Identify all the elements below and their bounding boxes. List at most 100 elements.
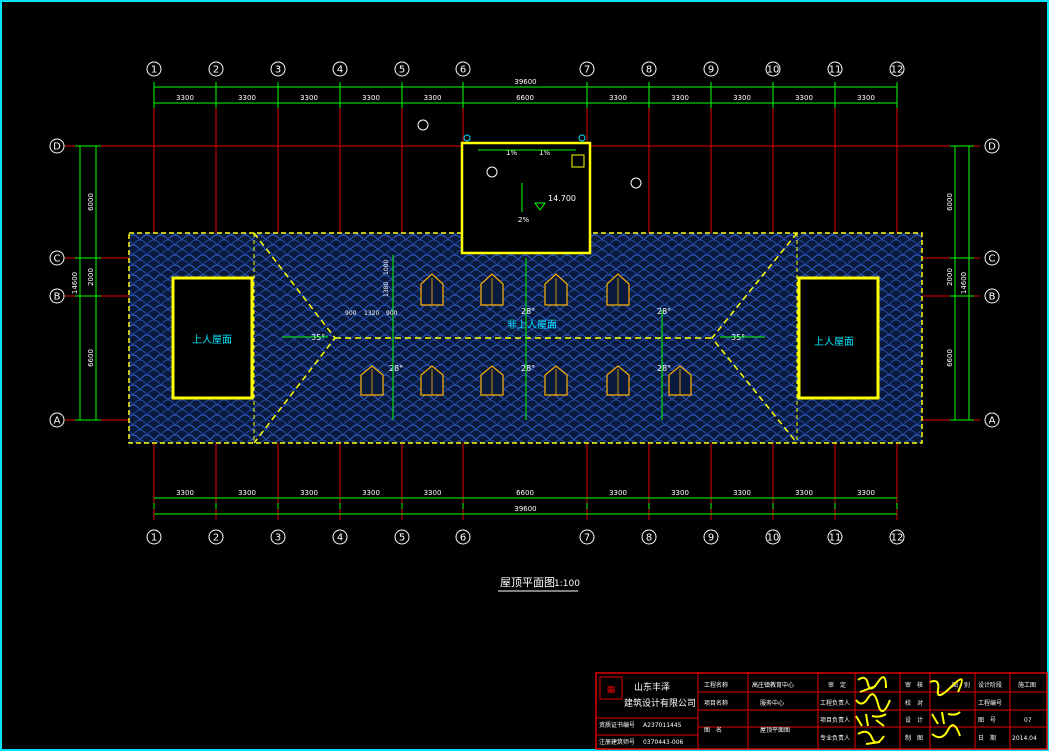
window-width-3: 900 [386, 310, 398, 317]
axis-bubble-10 [765, 61, 781, 77]
item-name-label: 项目名称 [704, 699, 728, 707]
bottom-dim-span: 3300 [857, 489, 875, 497]
right-dim-span: 6600 [946, 349, 954, 367]
top-dim-span: 3300 [733, 94, 751, 102]
axis-bubble-A [49, 412, 65, 428]
window-height-1: 1000 [383, 260, 390, 275]
audit-label: 审 核 [905, 681, 923, 689]
bottom-dim-span: 3300 [300, 489, 318, 497]
axis-label-B: B [989, 292, 996, 303]
axis-bubble-B [984, 288, 1000, 304]
left-dim-span: 6000 [87, 193, 95, 211]
drawing-no-label: 图 号 [978, 717, 996, 724]
check-label: 校 对 [905, 699, 923, 707]
axis-bubble-10 [765, 529, 781, 545]
top-dim-span: 3300 [857, 94, 875, 102]
title-block-frame [595, 672, 1048, 750]
date-value: 2014.04 [1012, 735, 1037, 742]
drain-pipe-icon [578, 134, 586, 142]
window-width-1: 900 [345, 310, 357, 317]
drain-pipe-icon [463, 134, 471, 142]
accessible-roof-left-label: 上人屋面 [192, 334, 232, 346]
drawing-title: 屋顶平面图 1:100 [498, 576, 580, 592]
non-accessible-roof-label: 非上人屋面 [507, 319, 557, 331]
axis-bubble-11 [827, 61, 843, 77]
company-logo-icon [599, 676, 623, 700]
axis-label-C: C [54, 254, 61, 265]
title-block-grid [596, 673, 1047, 749]
axis-label-9: 9 [708, 65, 714, 76]
axis-label-D: D [53, 142, 61, 153]
left-dim-span: 6600 [87, 349, 95, 367]
signature-pro-head [857, 730, 885, 745]
axis-label-10: 10 [767, 65, 780, 76]
axis-bubble-7 [579, 61, 595, 77]
axis-bubble-7 [579, 529, 595, 545]
axis-bubble-12 [889, 529, 905, 545]
accessible-roof-right [797, 276, 880, 400]
axis-label-A: A [989, 416, 996, 427]
top-dim-span: 3300 [238, 94, 256, 102]
axis-bubble-B [49, 288, 65, 304]
axis-bubble-2 [208, 61, 224, 77]
item-head-label: 项目负责人 [820, 716, 850, 724]
roof-labels: 上人屋面 上人屋面 非上人屋面 14.700 1% 1% 2% 35° 35° … [192, 119, 854, 420]
axis-bubble-1 [146, 529, 162, 545]
sheet-no: 07 [1024, 717, 1032, 724]
window-height-2: 1380 [383, 282, 390, 297]
axis-label-4: 4 [337, 533, 343, 544]
stair-tower [460, 141, 592, 255]
top-dim-total: 39600 [514, 78, 536, 86]
bottom-dim-total: 39600 [514, 505, 536, 513]
top-dim-span: 3300 [300, 94, 318, 102]
company-name-1: 山东丰泽 [634, 681, 670, 693]
head-label: 工程负责人 [820, 699, 850, 707]
axis-label-4: 4 [337, 65, 343, 76]
axis-label-3: 3 [275, 65, 281, 76]
axis-label-1: 1 [151, 533, 157, 544]
elevation-marker-icon [534, 202, 546, 211]
roof-drain-box [571, 154, 585, 168]
pro-head-label: 专业负责人 [820, 734, 850, 742]
axis-label-B: B [54, 292, 61, 303]
axis-bubble-D [984, 138, 1000, 154]
accessible-roof-right-label: 上人屋面 [814, 336, 854, 348]
signature-audit [929, 678, 963, 697]
axis-bubble-3 [270, 61, 286, 77]
axis-bubble-4 [332, 61, 348, 77]
axis-bubble-2 [208, 529, 224, 545]
axis-label-A: A [54, 416, 61, 427]
right-dim-total: 14600 [960, 272, 968, 294]
top-dim-span: 3300 [176, 94, 194, 102]
axis-label-7: 7 [584, 65, 590, 76]
axis-bubble-A [984, 412, 1000, 428]
axis-bubble-3 [270, 529, 286, 545]
project-name-label: 工程名称 [704, 681, 728, 689]
review-label: 审 定 [828, 681, 846, 689]
signature-item-head [855, 713, 887, 727]
bottom-dim-span: 3300 [671, 489, 689, 497]
top-dim-span: 3300 [362, 94, 380, 102]
bottom-dim-span: 6600 [516, 489, 534, 497]
axis-bubble-5 [394, 61, 410, 77]
axis-bubble-1 [146, 61, 162, 77]
bottom-dim-span: 3300 [795, 489, 813, 497]
signature-design [931, 711, 961, 725]
axis-bubble-8 [641, 529, 657, 545]
axis-label-10: 10 [767, 533, 780, 544]
axis-label-6: 6 [460, 533, 466, 544]
company-logo-icon: ▦ [607, 685, 616, 695]
axis-label-5: 5 [399, 65, 405, 76]
axis-bubble-6 [455, 61, 471, 77]
angle-28-bottom-right: 28° [657, 364, 671, 373]
bottom-dim-span: 3300 [362, 489, 380, 497]
top-dim-span: 3300 [609, 94, 627, 102]
angle-28-bottom-left: 28° [389, 364, 403, 373]
axis-bubble-9 [703, 61, 719, 77]
reg-value: 0370443-006 [643, 739, 684, 746]
bottom-dim-span: 3300 [733, 489, 751, 497]
drawing-title-text: 屋顶平面图 [500, 576, 555, 589]
